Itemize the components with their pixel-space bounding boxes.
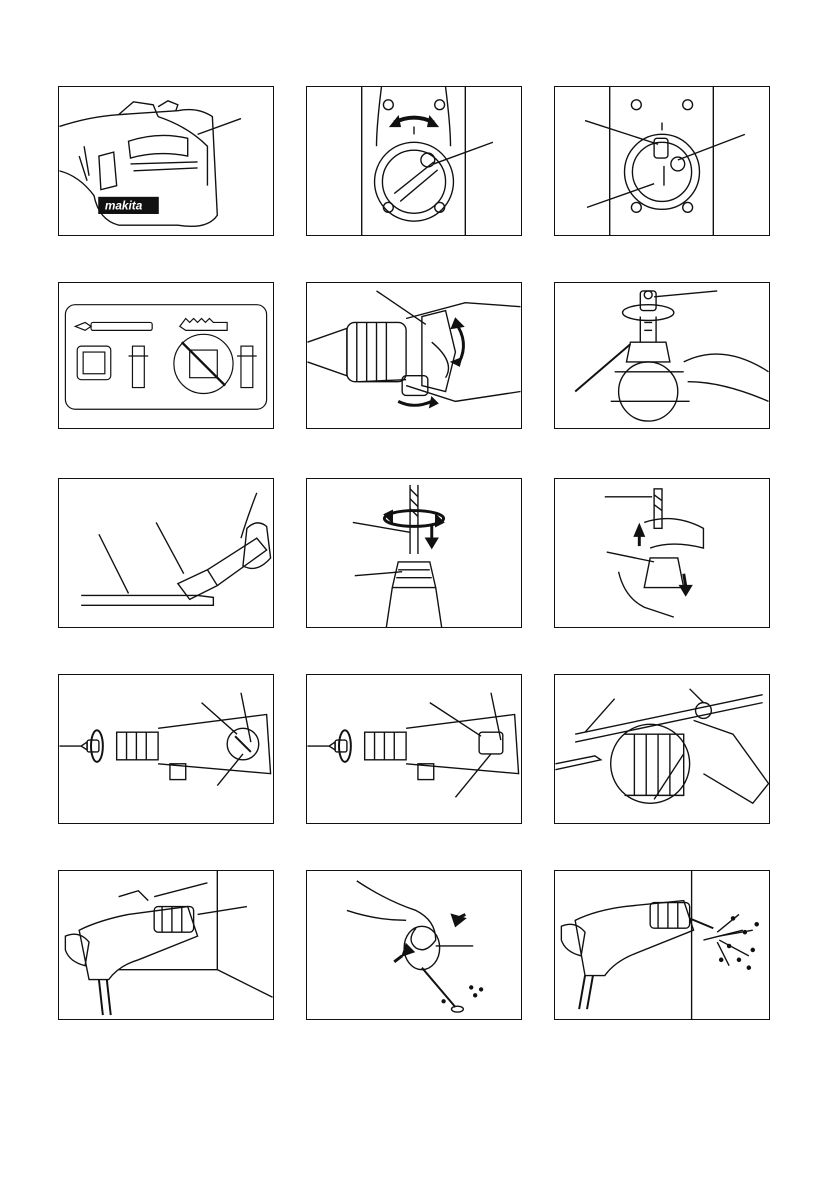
figure-2-illustration [307,87,521,235]
figure-9-illustration [555,479,769,627]
figure-7 [58,478,274,628]
figure-6 [554,282,770,429]
figure-8-illustration [307,479,521,627]
figure-12 [554,674,770,824]
figure-5-illustration [307,283,521,428]
figure-15-illustration [555,871,769,1019]
figure-4-illustration [59,283,273,428]
figure-3 [554,86,770,236]
figure-1: makita [58,86,274,236]
figure-11-illustration [307,675,521,823]
figure-11 [306,674,522,824]
figure-13-illustration [59,871,273,1019]
figure-8 [306,478,522,628]
figure-7-illustration [59,479,273,627]
figure-14-illustration [307,871,521,1019]
figure-2 [306,86,522,236]
figure-9 [554,478,770,628]
figure-4 [58,282,274,429]
figure-15 [554,870,770,1020]
figure-1-illustration: makita [59,87,273,235]
figure-10-illustration [59,675,273,823]
figure-10 [58,674,274,824]
figure-3-illustration [555,87,769,235]
brand-logo: makita [105,198,143,212]
figure-13 [58,870,274,1020]
figure-5 [306,282,522,429]
figure-6-illustration [555,283,769,428]
figure-14 [306,870,522,1020]
figure-12-illustration [555,675,769,823]
